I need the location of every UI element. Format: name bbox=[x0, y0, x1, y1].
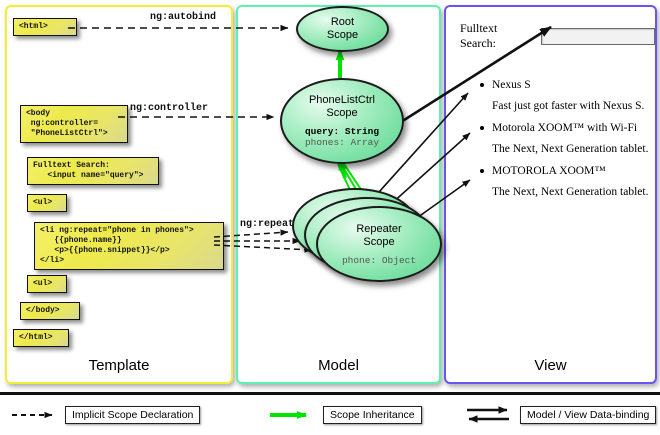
phone-name: Motorola XOOM™ with Wi-Fi bbox=[476, 120, 651, 136]
root-scope: Root Scope bbox=[296, 6, 389, 52]
code-box-ul-close: <ul> bbox=[27, 275, 67, 293]
legend-label-databinding: Model / View Data-binding bbox=[520, 406, 657, 424]
dashed-arrow-icon bbox=[12, 411, 53, 419]
root-scope-title-line1: Root bbox=[330, 16, 355, 28]
legend-item-databinding: Model / View Data-binding bbox=[465, 404, 657, 426]
repeater-scope-title-line2: Scope bbox=[363, 235, 395, 248]
repeater-scope-prop-phone: phone: Object bbox=[341, 254, 417, 266]
phonelistctrl-scope-title-line2: Scope bbox=[326, 107, 358, 119]
list-item[interactable]: MOTOROLA XOOM™ The Next, Next Generation… bbox=[476, 163, 651, 200]
repeater-scope-title-line1: Repeater bbox=[356, 222, 402, 235]
root-scope-title-line2: Scope bbox=[326, 29, 359, 41]
legend-label-inheritance: Scope Inheritance bbox=[323, 406, 422, 424]
repeater-scope: Repeater Scope phone: Object bbox=[316, 206, 442, 282]
phone-list: Nexus S Fast just got faster with Nexus … bbox=[476, 77, 651, 206]
code-box-body-close: </body> bbox=[20, 302, 80, 320]
view-search-row: Fulltext Search: bbox=[460, 21, 655, 51]
view-search-label: Fulltext Search: bbox=[460, 21, 498, 50]
phonelistctrl-scope-title: PhoneListCtrl Scope bbox=[309, 94, 375, 120]
phone-name: MOTOROLA XOOM™ bbox=[476, 163, 651, 179]
panel-view: View Fulltext Search: Nexus S Fast just … bbox=[444, 5, 657, 384]
phonelistctrl-scope: PhoneListCtrl Scope query: String phones… bbox=[280, 78, 404, 164]
legend-label-implicit: Implicit Scope Declaration bbox=[65, 406, 201, 424]
edge-label-ng-repeat: ng:repeat bbox=[240, 219, 295, 230]
edge-label-ng-autobind: ng:autobind bbox=[150, 12, 217, 23]
phonelistctrl-scope-title-line1: PhoneListCtrl bbox=[308, 94, 376, 106]
code-box-li-repeat: <li ng:repeat="phone in phones"> {{phone… bbox=[34, 222, 224, 270]
code-box-html-close: </html> bbox=[13, 329, 69, 347]
list-item[interactable]: Motorola XOOM™ with Wi-Fi The Next, Next… bbox=[476, 120, 651, 157]
repeater-scope-title: Repeater Scope bbox=[356, 223, 401, 249]
search-input[interactable] bbox=[541, 27, 655, 45]
phonelistctrl-scope-prop-query: query: String bbox=[304, 126, 380, 137]
code-box-html-open: <html> bbox=[13, 18, 77, 36]
phonelistctrl-scope-prop-phones: phones: Array bbox=[304, 137, 380, 148]
list-item[interactable]: Nexus S Fast just got faster with Nexus … bbox=[476, 77, 651, 114]
panel-view-title: View bbox=[534, 357, 567, 374]
panel-model-title: Model bbox=[318, 357, 359, 374]
panel-template-title: Template bbox=[88, 357, 150, 374]
phone-snippet: The Next, Next Generation tablet. bbox=[492, 143, 649, 155]
double-arrow-icon bbox=[467, 406, 509, 423]
legend-item-inheritance: Scope Inheritance bbox=[268, 404, 422, 426]
legend-item-implicit: Implicit Scope Declaration bbox=[10, 404, 201, 426]
phone-snippet: The Next, Next Generation tablet. bbox=[492, 186, 649, 198]
code-box-ul-open: <ul> bbox=[27, 194, 67, 212]
legend-divider bbox=[0, 392, 660, 395]
phone-name: Nexus S bbox=[476, 77, 651, 93]
edge-label-ng-controller: ng:controller bbox=[130, 103, 209, 114]
phone-snippet: Fast just got faster with Nexus S. bbox=[492, 100, 645, 112]
phonelistctrl-scope-props: query: String phones: Array bbox=[305, 126, 379, 148]
root-scope-title: Root Scope bbox=[327, 16, 358, 42]
green-arrow-icon bbox=[270, 411, 307, 419]
code-box-fulltext-search: Fulltext Search: <input name="query"> bbox=[27, 157, 159, 185]
code-box-body-open: <body ng:controller= "PhoneListCtrl"> bbox=[20, 105, 128, 143]
repeater-scope-props: phone: Object bbox=[342, 255, 416, 266]
